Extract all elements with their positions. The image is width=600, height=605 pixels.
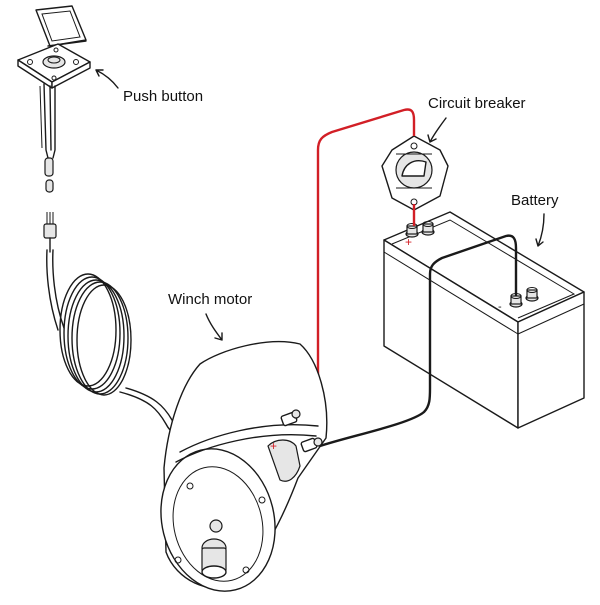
callout-arrows [95,69,545,341]
circuit-breaker [381,135,449,211]
push-button-arrow [95,69,119,89]
circuit-breaker-arrow [427,117,447,143]
battery [383,211,585,429]
motor-positive-mark: + [270,439,277,453]
winch-motor-label: Winch motor [168,291,253,308]
winch-motor-arrow [205,313,223,341]
battery-arrow [535,213,545,247]
push-button-switch [17,5,91,89]
control-cable [39,83,193,437]
winch-motor [160,340,328,592]
battery-positive-mark: + [405,235,412,249]
battery-label: Battery [511,192,559,209]
push-button-label: Push button [123,88,204,105]
circuit-breaker-label: Circuit breaker [428,95,526,112]
negative-wire [319,234,518,448]
battery-negative-mark: - [498,301,502,313]
